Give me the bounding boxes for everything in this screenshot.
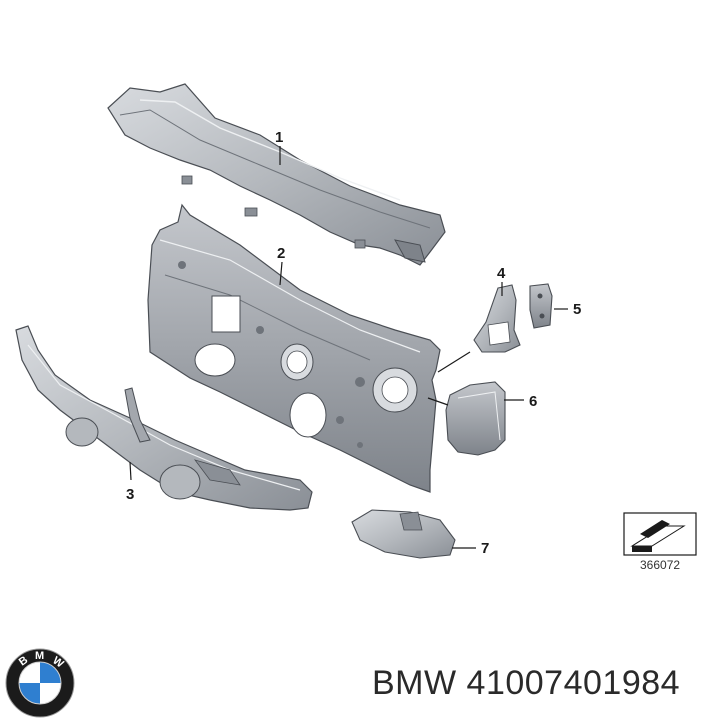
callout-7: 7 xyxy=(481,540,490,557)
callout-1: 1 xyxy=(275,129,284,146)
leader-2 xyxy=(279,261,283,286)
part-number: 41007401984 xyxy=(466,664,681,702)
callout-2: 2 xyxy=(277,245,286,262)
reference-symbol xyxy=(623,512,697,556)
callout-3: 3 xyxy=(126,486,135,503)
brand-name: BMW xyxy=(372,664,457,702)
part-3-cross-member xyxy=(15,325,313,511)
part-4-bracket xyxy=(473,284,521,353)
bmw-logo: B M W xyxy=(5,648,75,718)
part-6-shield xyxy=(445,381,506,456)
leader-lines xyxy=(129,146,568,549)
leader-4-to-bulkhead xyxy=(437,351,471,373)
logo-letter-m: M xyxy=(35,650,44,662)
callout-5: 5 xyxy=(573,301,582,318)
callout-4: 4 xyxy=(497,265,506,282)
part-5-plate xyxy=(529,283,553,329)
logo-quadrant-blue-2 xyxy=(19,683,40,704)
reference-number: 366072 xyxy=(640,558,681,572)
part-caption: BMW 41007401984 xyxy=(372,664,680,703)
part-1-cowl-panel xyxy=(107,83,446,266)
callout-6: 6 xyxy=(529,393,538,410)
part-7-bracket xyxy=(351,509,456,559)
logo-quadrant-blue-1 xyxy=(40,662,61,683)
part-2-bulkhead xyxy=(147,203,441,493)
leader-3 xyxy=(129,461,132,481)
leader-6-to-bulkhead xyxy=(427,397,449,406)
